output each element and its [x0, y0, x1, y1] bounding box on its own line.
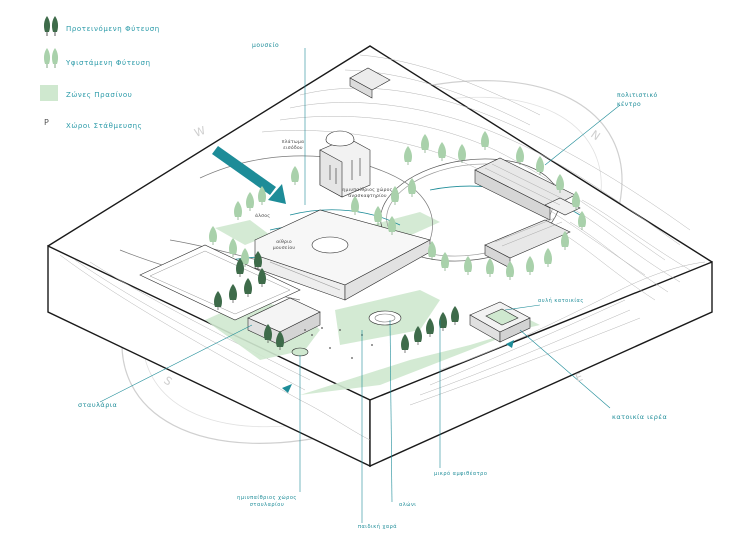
cultural-center: [474, 157, 581, 269]
green-zone-swatch: [40, 85, 58, 101]
label-grove: άλσος: [255, 214, 271, 219]
label-semi-outdoor-reconstruction: ημιυπαίθριος χώρος ανασκαφτηρίου: [342, 188, 393, 199]
compass-w: W: [193, 124, 208, 140]
callout-semi-outdoor-stables: ημιυπαίθριος χώρος σταυλαρίου: [237, 495, 297, 508]
ruin-left: [349, 67, 391, 99]
legend-existing-label: Υφιστάμενη Φύτευση: [66, 59, 151, 67]
compass-e: E: [574, 370, 585, 385]
legend-parking: P: [44, 118, 49, 127]
legend-green-zones-label: Ζώνες Πρασίνου: [66, 91, 133, 99]
legend-proposed-label: Προτεινόμενη Φύτευση: [66, 25, 160, 33]
legend-parking-label: Χώροι Στάθμευσης: [66, 122, 143, 130]
priest-house: [469, 301, 531, 343]
callout-priest-house: κατοικία ιερέα: [612, 413, 668, 421]
amphitheatre-and-threshing-floor: [291, 310, 402, 357]
legend-green-zones: [40, 85, 58, 101]
callout-stables: σταυλάρια: [78, 401, 118, 409]
callout-threshing-floor: αλώνι: [399, 502, 417, 508]
label-entrance-square: πλάτωμα εισόδου: [281, 140, 305, 151]
parking-icon: P: [44, 118, 49, 127]
callout-playground: παιδική χαρά: [358, 524, 398, 530]
proposed-tree-icon: [43, 16, 59, 36]
stables-building: [247, 297, 321, 346]
legend-proposed: [40, 15, 62, 37]
callout-dwelling-yard: αυλή κατοικίας: [538, 298, 584, 304]
legend-existing: [40, 47, 62, 69]
existing-tree-icon: [43, 48, 59, 68]
callout-museum: μουσείο: [252, 42, 280, 49]
site-figures: [304, 327, 373, 359]
callout-small-amphitheatre: μικρό αμφιθέατρο: [434, 471, 488, 477]
callout-leaders: [99, 48, 621, 523]
callout-cultural-center: πολιτιστικό κέντρο: [617, 92, 658, 108]
label-museum-atrium: αίθριο μουσείου: [272, 240, 296, 251]
compass-n: N: [588, 128, 602, 143]
museum-church: [319, 130, 371, 198]
compass-s: S: [161, 374, 174, 389]
museum-building: [254, 209, 431, 301]
sports-field: [139, 244, 301, 321]
